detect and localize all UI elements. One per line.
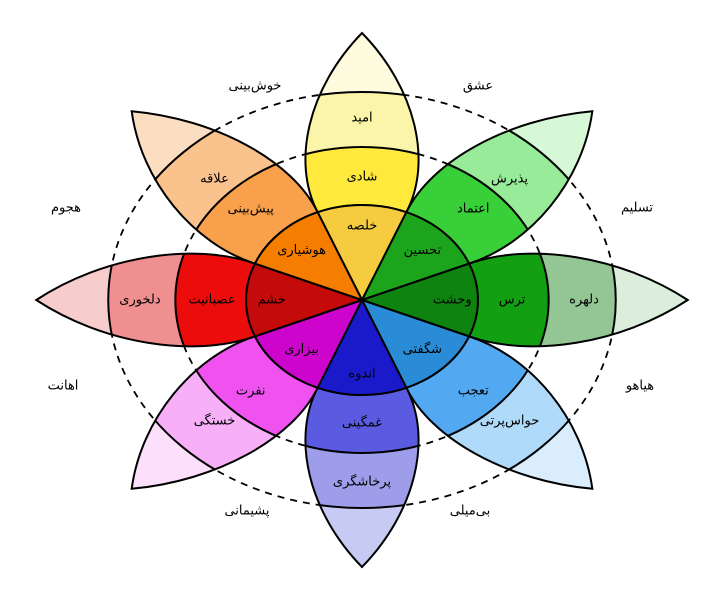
segment-bottom-right-middle: [406, 336, 549, 453]
emotion-label-bottom-right-outer: حواس‌پرتی: [480, 413, 539, 428]
emotion-label-bottom-right-middle: تعجب: [458, 384, 489, 399]
segment-top-left-inner: [255, 212, 362, 300]
emotion-label-left-inner: خشم: [258, 293, 286, 308]
emotion-label-top-inner: خلصه: [347, 219, 378, 234]
emotion-label-top-right-inner: تحسین: [404, 243, 442, 258]
emotion-label-bottom-middle: غمگینی: [342, 415, 382, 431]
dyad-label-lower-right: هیاهو: [625, 379, 654, 394]
dyad-label-bottom-right: بی‌میلی: [450, 504, 490, 519]
dyad-label-top-left: خوش‌بینی: [229, 79, 282, 94]
segment-divider-arc: [108, 92, 616, 508]
emotion-label-top-left-middle: پیش‌بینی: [228, 201, 275, 216]
segment-top-inner: [318, 205, 407, 300]
emotion-label-right-inner: وحشت: [433, 293, 472, 308]
dyad-label-upper-right: تسلیم: [621, 201, 653, 216]
segment-left-inner: [246, 264, 362, 337]
segment-divider-arc: [175, 147, 548, 453]
emotion-label-left-outer: دلخوری: [119, 293, 161, 308]
emotion-label-bottom-left-middle: نفرت: [236, 384, 266, 399]
segment-divider-arc: [108, 92, 616, 508]
segment-divider-arc: [175, 147, 548, 453]
emotion-label-top-left-outer: علاقه: [200, 172, 229, 187]
emotion-label-top-middle: شادی: [347, 170, 378, 185]
dyad-label-upper-left: هجوم: [51, 201, 81, 216]
segment-right-inner: [362, 264, 478, 337]
emotion-label-top-right-middle: اعتماد: [457, 201, 490, 216]
segment-bottom-inner: [318, 300, 407, 395]
segment-top-right-inner: [362, 212, 469, 300]
segment-bottom-right-inner: [362, 300, 469, 388]
dyad-label-top-right: عشق: [463, 79, 493, 94]
emotion-label-top-right-outer: پذیرش: [491, 172, 528, 187]
emotion-label-bottom-right-inner: شگفتی: [403, 341, 442, 357]
segment-divider-arc: [175, 147, 548, 453]
segment-divider-arc: [108, 92, 616, 508]
emotion-label-right-middle: ترس: [499, 293, 526, 308]
emotion-label-bottom-outer: پرخاشگری: [333, 474, 392, 490]
segment-bottom-left-inner: [255, 300, 362, 388]
emotion-label-bottom-left-outer: خستگی: [194, 412, 236, 428]
segment-divider-arc: [108, 92, 616, 508]
emotion-label-top-outer: امید: [351, 111, 372, 126]
emotion-label-top-left-inner: هوشیاری: [277, 243, 326, 258]
segment-bottom-left-middle: [175, 336, 318, 453]
dyad-label-bottom-left: پشیمانی: [224, 504, 269, 519]
emotion-label-bottom-inner: اندوه: [348, 367, 375, 382]
segment-divider-arc: [175, 147, 548, 453]
emotion-label-bottom-left-inner: بیزاری: [284, 342, 319, 357]
emotion-label-right-outer: دلهره: [569, 293, 599, 308]
segment-top-right-middle: [406, 147, 549, 264]
dyad-label-lower-left: اهانت: [48, 379, 79, 394]
segment-top-left-middle: [175, 147, 318, 264]
emotion-label-left-middle: عصبانیت: [188, 293, 235, 308]
